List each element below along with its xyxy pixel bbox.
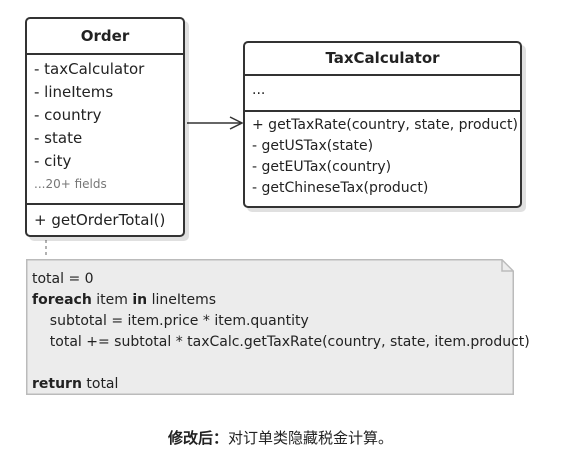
taxcalculator-fields: ...: [245, 76, 520, 112]
caption-text: 对订单类隐藏税金计算。: [228, 429, 394, 447]
taxcalculator-method: - getChineseTax(product): [252, 180, 429, 196]
code-line: subtotal = item.price * item.quantity: [32, 313, 309, 329]
caption-label: 修改后：: [167, 429, 228, 447]
taxcalculator-field: ...: [252, 82, 266, 98]
in-keyword: in: [132, 292, 148, 308]
order-attributes: - taxCalculator - lineItems - country - …: [27, 55, 183, 205]
foreach-keyword: foreach: [32, 292, 92, 308]
code-text: lineItems: [147, 292, 217, 308]
note-shape: [26, 259, 514, 395]
order-methods: + getOrderTotal(): [27, 205, 183, 237]
code-text: item: [91, 292, 133, 308]
taxcalculator-method: - getEUTax(country): [252, 159, 392, 175]
return-keyword: return: [32, 376, 82, 392]
order-attr: - city: [34, 152, 72, 170]
code-text: total: [81, 376, 119, 392]
order-attr: - lineItems: [34, 83, 114, 101]
order-attr: - taxCalculator: [34, 60, 145, 78]
code-blank-line: [32, 353, 530, 374]
code-line: foreach item in lineItems: [32, 290, 530, 311]
order-class-name: Order: [27, 19, 183, 55]
taxcalculator-method: + getTaxRate(country, state, product): [252, 117, 518, 133]
taxcalculator-methods: + getTaxRate(country, state, product) - …: [245, 112, 520, 202]
taxcalculator-class-box: TaxCalculator ... + getTaxRate(country, …: [243, 41, 522, 208]
code-line: total = 0: [32, 271, 94, 287]
code-note: total = 0 foreach item in lineItems subt…: [26, 259, 530, 395]
figure-caption: 修改后：对订单类隐藏税金计算。: [0, 427, 561, 448]
order-class-box: Order - taxCalculator - lineItems - coun…: [25, 17, 185, 237]
code-line: total += subtotal * taxCalc.getTaxRate(c…: [32, 334, 530, 350]
taxcalculator-class-name: TaxCalculator: [245, 43, 520, 76]
order-method: + getOrderTotal(): [34, 211, 166, 229]
arrow-head: [229, 116, 244, 130]
order-attr: - country: [34, 106, 102, 124]
order-more-fields: ...20+ fields: [34, 177, 107, 191]
order-attr: - state: [34, 129, 83, 147]
taxcalculator-method: - getUSTax(state): [252, 138, 374, 154]
note-code: total = 0 foreach item in lineItems subt…: [32, 269, 530, 395]
code-line: return total: [32, 374, 530, 395]
